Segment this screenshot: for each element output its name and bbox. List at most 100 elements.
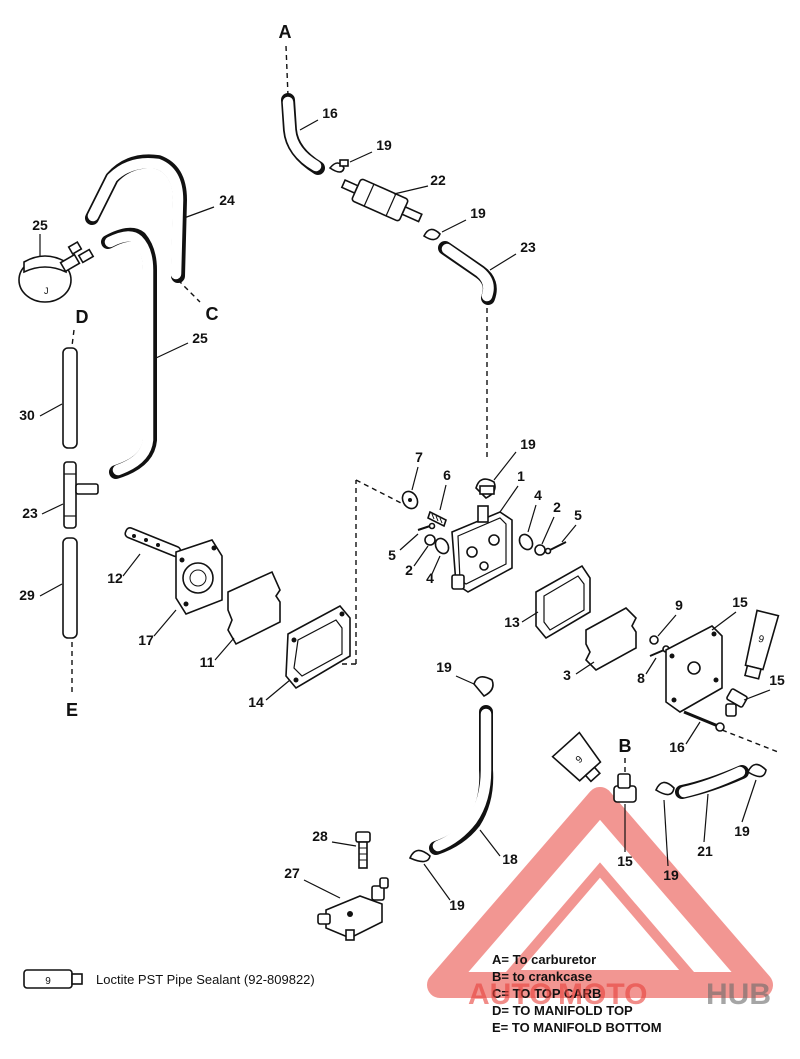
callout-19-e: 19 bbox=[663, 867, 679, 883]
callout-25-b: 25 bbox=[192, 330, 208, 346]
clamp-19-lower-top bbox=[473, 676, 494, 697]
adapter-plate-17 bbox=[175, 539, 223, 615]
screw-16 bbox=[683, 710, 725, 732]
watermark-part2: MOTO bbox=[558, 978, 647, 1011]
watermark-part1: AUTO bbox=[468, 978, 552, 1011]
sealant-tube-9-upper: 9 bbox=[744, 609, 780, 680]
letter-d: D bbox=[76, 307, 89, 327]
watermark-logo bbox=[427, 787, 773, 998]
callout-29: 29 bbox=[19, 587, 35, 603]
callout-19-b: 19 bbox=[470, 205, 486, 221]
callout-1: 1 bbox=[517, 468, 525, 484]
callout-30: 30 bbox=[19, 407, 35, 423]
hose-21 bbox=[675, 765, 749, 799]
dash-a bbox=[285, 45, 289, 97]
gasket-10 bbox=[227, 570, 281, 646]
callout-14: 15 bbox=[732, 594, 748, 610]
callout-11: 12 bbox=[107, 570, 123, 586]
diaphragm-4-left bbox=[434, 537, 450, 555]
callout-7: 7 bbox=[415, 449, 423, 465]
inline-fuel-filter-22 bbox=[340, 178, 423, 223]
note-a: A= To carburetor bbox=[492, 952, 596, 967]
clamp-19-hose21-right bbox=[746, 763, 767, 778]
elbow-fitting-15-upper bbox=[725, 688, 748, 717]
fuel-pump-body-1 bbox=[451, 505, 513, 593]
svg-text:9: 9 bbox=[757, 634, 765, 646]
pump-cover-14 bbox=[665, 625, 723, 713]
hose-23 bbox=[438, 241, 497, 305]
gasket-13 bbox=[285, 604, 351, 690]
elbow-fitting-15-lower bbox=[613, 773, 637, 803]
callout-13: 14 bbox=[248, 694, 264, 710]
callout-19-a: 19 bbox=[376, 137, 392, 153]
callout-22: 22 bbox=[430, 172, 446, 188]
callout-4-left: 4 bbox=[426, 570, 434, 586]
sealant-tube-icon: 9 bbox=[23, 969, 83, 989]
letter-b: B bbox=[619, 736, 632, 756]
callout-27: 27 bbox=[284, 865, 300, 881]
screw-28 bbox=[355, 831, 371, 869]
callout-19-pump: 19 bbox=[520, 436, 536, 452]
stud-11 bbox=[124, 527, 182, 558]
note-d: D= TO MANIFOLD TOP bbox=[492, 1003, 633, 1018]
legend-text: Loctite PST Pipe Sealant (92-809822) bbox=[96, 972, 315, 987]
callout-12: 13 bbox=[504, 614, 520, 630]
letter-e: E bbox=[66, 700, 78, 720]
diaphragm-4-right bbox=[518, 533, 534, 551]
callout-24: 23 bbox=[22, 505, 38, 521]
screw-5-left bbox=[417, 522, 436, 531]
hose-25-lower bbox=[101, 227, 157, 479]
clamp-19-pump bbox=[475, 478, 496, 499]
callout-25-a: 24 bbox=[219, 192, 235, 208]
letter-a: A bbox=[279, 22, 292, 42]
tee-fitting-24 bbox=[63, 461, 99, 529]
letter-c: C bbox=[206, 304, 219, 324]
svg-text:9: 9 bbox=[45, 976, 51, 987]
washer-9-cover bbox=[649, 635, 659, 645]
seal-2-right bbox=[534, 544, 546, 556]
fuel-pump-valve-27 bbox=[317, 877, 389, 941]
callout-5-left: 5 bbox=[388, 547, 396, 563]
callout-23: 23 bbox=[520, 239, 536, 255]
svg-text:9: 9 bbox=[574, 754, 586, 766]
callout-3: 3 bbox=[563, 667, 571, 683]
callout-8: 8 bbox=[637, 670, 645, 686]
watermark-text: AUTO MOTO HUB bbox=[468, 978, 771, 1011]
hose-20 bbox=[281, 93, 325, 175]
callout-2-left: 2 bbox=[405, 562, 413, 578]
hose-18 bbox=[429, 705, 494, 855]
gasket-12 bbox=[535, 564, 591, 640]
hose-25-upper bbox=[85, 154, 187, 283]
clamp-19-lower-bottom bbox=[408, 849, 431, 863]
note-b: B= to crankcase bbox=[492, 969, 592, 984]
sealant-tube-9-lower: 9 bbox=[551, 731, 602, 783]
clamp-19-top-right bbox=[422, 228, 441, 241]
note-e: E= TO MANIFOLD BOTTOM bbox=[492, 1020, 662, 1035]
washer-7 bbox=[401, 490, 419, 510]
callout-9-cover: 9 bbox=[675, 597, 683, 613]
clamp-19-top-left bbox=[328, 159, 349, 173]
callout-4-right: 4 bbox=[534, 487, 542, 503]
callout-21: 21 bbox=[697, 843, 713, 859]
connection-notes: A= To carburetor B= to crankcase C= TO T… bbox=[492, 952, 662, 1035]
primer-bulb-26: J bbox=[18, 240, 95, 303]
callout-18: 18 bbox=[502, 851, 518, 867]
callout-16: 16 bbox=[669, 739, 685, 755]
callout-19-f: 19 bbox=[734, 823, 750, 839]
note-c: C= TO TOP CARB bbox=[492, 986, 601, 1001]
clamp-19-hose21-left bbox=[654, 781, 675, 796]
callout-26: 25 bbox=[32, 217, 48, 233]
svg-text:J: J bbox=[44, 286, 49, 296]
watermark-part3: HUB bbox=[706, 978, 771, 1011]
seal-2-left bbox=[424, 534, 436, 546]
callout-28: 28 bbox=[312, 828, 328, 844]
legend-sealant: 9 Loctite PST Pipe Sealant (92-809822) bbox=[23, 969, 315, 989]
callout-5-right: 5 bbox=[574, 507, 582, 523]
callout-6: 6 bbox=[443, 467, 451, 483]
screw-5-right bbox=[544, 541, 567, 555]
diaphragm-3 bbox=[585, 607, 637, 671]
callout-19-d: 19 bbox=[449, 897, 465, 913]
callout-20: 16 bbox=[322, 105, 338, 121]
callout-2-right: 2 bbox=[553, 499, 561, 515]
